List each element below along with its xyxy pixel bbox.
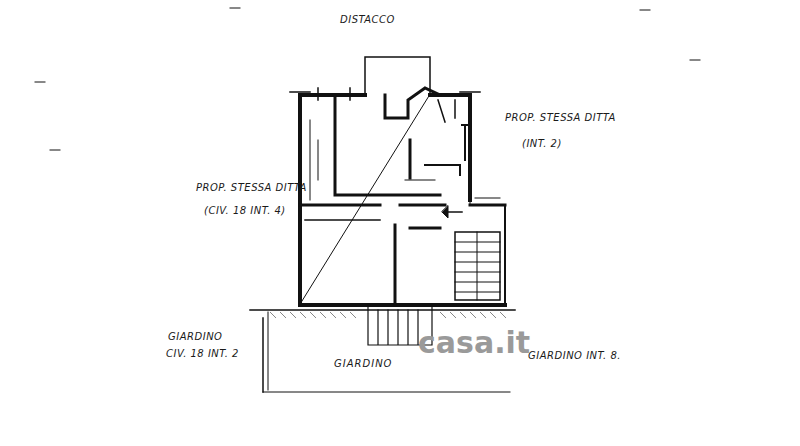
neighbour-note: (CIV. 18 INT. 4) <box>204 205 286 216</box>
area-label: GIARDINO <box>332 358 395 369</box>
garden-note: GIARDINO <box>168 331 223 342</box>
neighbour-note: PROP. STESSA DITTA <box>505 112 616 123</box>
neighbour-note: (INT. 2) <box>522 138 562 149</box>
garden-note: GIARDINO INT. 8. <box>528 350 621 361</box>
heading-note: DISTACCO <box>340 14 395 25</box>
watermark: casa.it <box>418 325 530 360</box>
neighbour-note: PROP. STESSA DITTA <box>196 182 307 193</box>
garden-note: CIV. 18 INT. 2 <box>166 348 239 359</box>
